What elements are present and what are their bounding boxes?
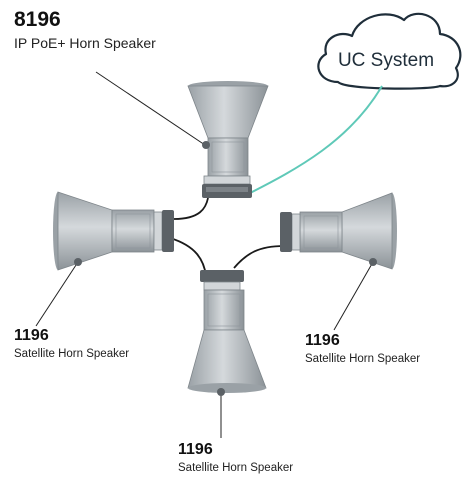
cable-right xyxy=(233,245,285,269)
right-speaker-label: 1196 Satellite Horn Speaker xyxy=(305,332,420,367)
network-link-line xyxy=(243,85,383,197)
bottom-horn-speaker xyxy=(187,270,267,396)
cloud-icon xyxy=(317,12,462,90)
pointer-left xyxy=(35,261,79,327)
bottom-speaker-label: 1196 Satellite Horn Speaker xyxy=(178,441,293,476)
bottom-speaker-description: Satellite Horn Speaker xyxy=(178,462,294,475)
main-horn-speaker xyxy=(187,81,269,198)
main-speaker-model: 8196 xyxy=(14,8,61,31)
main-speaker-description: IP PoE+ Horn Speaker xyxy=(14,35,156,52)
pointer-right xyxy=(333,261,374,331)
left-horn-speaker xyxy=(53,191,174,271)
cable-left-bottom xyxy=(169,237,207,277)
cable-left xyxy=(173,197,209,220)
main-speaker-label: 8196 IP PoE+ Horn Speaker xyxy=(14,8,156,51)
speaker-cables xyxy=(169,197,285,277)
left-speaker-description: Satellite Horn Speaker xyxy=(14,348,130,361)
right-speaker-model: 1196 xyxy=(305,332,340,349)
left-speaker-model: 1196 xyxy=(14,327,49,344)
bottom-speaker-model: 1196 xyxy=(178,441,213,458)
right-horn-speaker xyxy=(280,192,397,270)
pointer-main xyxy=(95,71,206,146)
right-speaker-description: Satellite Horn Speaker xyxy=(305,353,421,366)
cloud-label: UC System xyxy=(337,50,435,71)
left-speaker-label: 1196 Satellite Horn Speaker xyxy=(14,327,129,362)
